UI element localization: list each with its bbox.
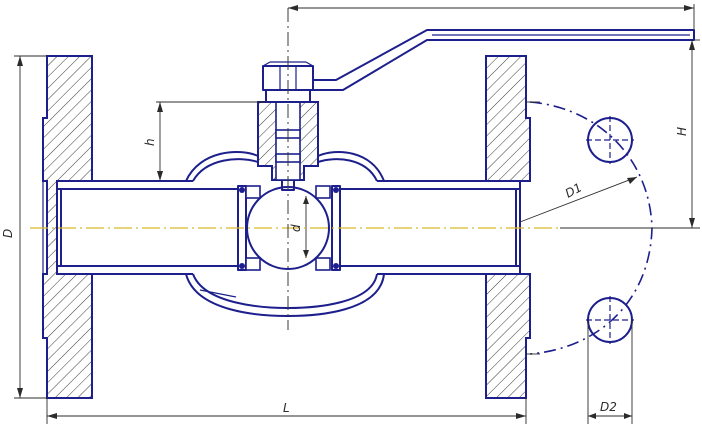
label-D: D xyxy=(1,229,15,238)
right-flange xyxy=(485,55,531,399)
label-L: L xyxy=(283,401,290,415)
handle xyxy=(313,29,695,91)
label-H: H xyxy=(675,127,689,136)
dimension-lines xyxy=(14,4,700,424)
centerlines xyxy=(30,8,560,330)
left-flange xyxy=(42,55,93,399)
dimension-labels: D L h H d D1 D2 xyxy=(1,127,689,415)
label-h: h xyxy=(143,138,157,146)
label-D1: D1 xyxy=(563,180,584,200)
label-D2: D2 xyxy=(600,400,617,414)
pipe-body xyxy=(57,180,520,275)
label-d: d xyxy=(289,224,303,232)
ball-assembly xyxy=(237,185,341,271)
